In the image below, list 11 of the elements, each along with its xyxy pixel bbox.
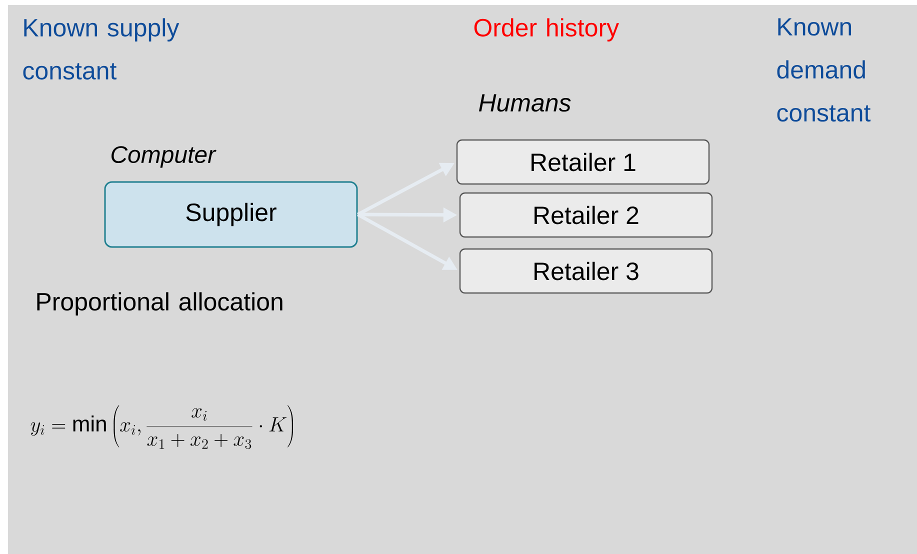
supplier-box: Supplier — [104, 181, 358, 248]
group-caption: Humans — [478, 94, 571, 112]
retailer-box: Retailer 2 — [459, 192, 713, 238]
node-caption: Computer — [112, 146, 216, 168]
formula: $y_i = \min\left(x_i, \frac{x_i}{x_1 + x_2 + x_3} \cdot K\right)$ — [30, 405, 294, 450]
retailer-box: Retailer 3 — [459, 248, 713, 294]
heading: Order history — [474, 18, 619, 42]
heading: Proportional allocation — [37, 292, 282, 316]
retailer-box: Retailer 1 — [456, 139, 710, 185]
note-text: Known demand constant — [777, 18, 871, 122]
note-text: Known supply constant — [23, 18, 180, 80]
